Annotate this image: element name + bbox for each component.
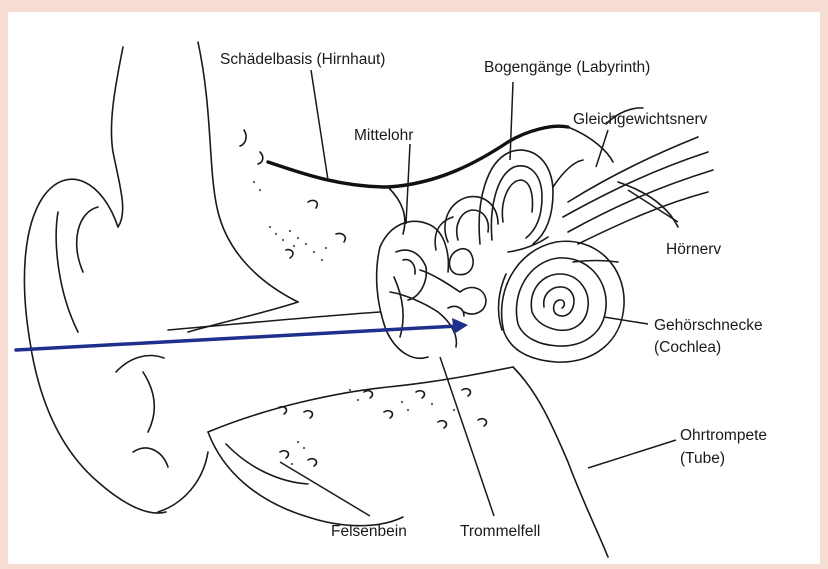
label-tube-line1: Ohrtrompete [680, 427, 767, 444]
label-skull-base: Schädelbasis (Hirnhaut) [220, 51, 385, 68]
label-middle-ear: Mittelohr [354, 127, 413, 144]
label-semicircular-canals: Bogengänge (Labyrinth) [484, 59, 650, 76]
ear-anatomy-diagram: Schädelbasis (Hirnhaut) Bogengänge (Laby… [8, 12, 820, 564]
label-petrous-bone: Felsenbein [331, 523, 407, 540]
label-vestibular-nerve: Gleichgewichtsnerv [573, 111, 708, 128]
label-tube-line2: (Tube) [680, 450, 725, 467]
leader-lines [280, 70, 678, 516]
outer-ear [24, 42, 298, 513]
ear-canal [168, 312, 608, 557]
labels: Schädelbasis (Hirnhaut) Bogengänge (Laby… [220, 51, 767, 540]
label-eardrum: Trommelfell [460, 523, 540, 540]
cochlea [499, 241, 625, 362]
label-cochlea-line2: (Cochlea) [654, 339, 721, 356]
petrous-bone-texture [240, 130, 486, 466]
nerve-bundle [563, 108, 713, 262]
label-auditory-nerve: Hörnerv [666, 241, 721, 258]
label-cochlea-line1: Gehörschnecke [654, 317, 763, 334]
middle-ear-cavity [377, 221, 486, 358]
diagram-panel: Schädelbasis (Hirnhaut) Bogengänge (Laby… [8, 12, 820, 564]
skull-base [268, 126, 613, 234]
